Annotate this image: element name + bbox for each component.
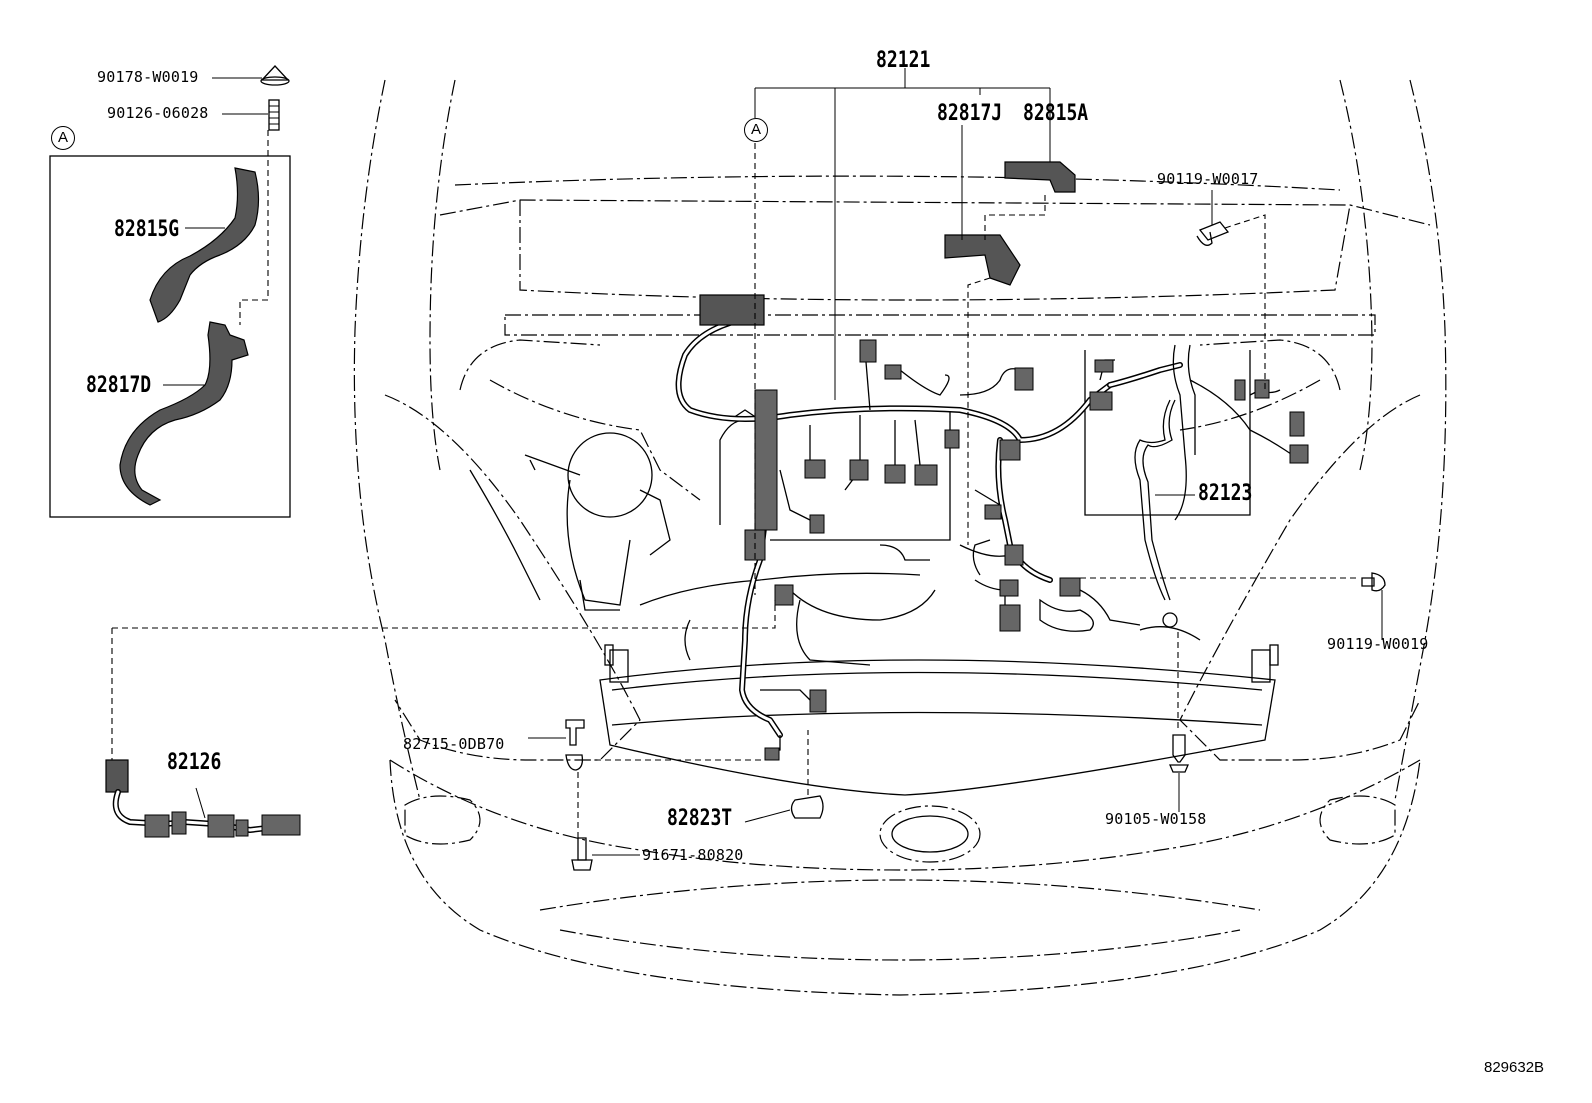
- label-90119-w0019: 90119-W0019: [1327, 635, 1429, 653]
- protector-82815g: [149, 167, 260, 323]
- clip-82815a: [1004, 161, 1076, 193]
- drawing-reference-number: 829632B: [1484, 1059, 1545, 1076]
- callout-a-detail: A: [51, 126, 75, 150]
- bracket-82817j: [944, 234, 1021, 286]
- harness-82126: [105, 759, 301, 838]
- label-90119-w0017: 90119-W0017: [1157, 170, 1259, 188]
- label-82815g: 82815G: [114, 217, 180, 242]
- label-82126: 82126: [167, 750, 222, 775]
- label-82123: 82123: [1198, 481, 1253, 506]
- connector-cowl-left: [699, 294, 765, 326]
- clip-82823t: [790, 795, 824, 819]
- label-91671-80820: 91671-80820: [642, 846, 744, 864]
- connectors: [699, 161, 1309, 819]
- label-82715-0db70: 82715-0DB70: [403, 735, 505, 753]
- label-82817j: 82817J: [937, 101, 1003, 126]
- protector-82817d: [119, 321, 249, 506]
- harness-82121: [675, 317, 1301, 753]
- cable-82123: [1134, 344, 1196, 628]
- car-body-outline: [353, 79, 1447, 996]
- label-90126-06028: 90126-06028: [107, 104, 209, 122]
- detail-box-a: [49, 130, 291, 518]
- label-82823t: 82823T: [667, 806, 733, 831]
- callout-a-main: A: [744, 118, 768, 142]
- engine-bay-components: [469, 350, 1251, 666]
- fasteners: [260, 65, 1386, 871]
- leader-lines: [111, 68, 1383, 856]
- label-82817d: 82817D: [86, 373, 152, 398]
- label-90178-w0019: 90178-W0019: [97, 68, 199, 86]
- label-90105-w0158: 90105-W0158: [1105, 810, 1207, 828]
- label-82121: 82121: [876, 48, 931, 73]
- label-82815a: 82815A: [1023, 101, 1089, 126]
